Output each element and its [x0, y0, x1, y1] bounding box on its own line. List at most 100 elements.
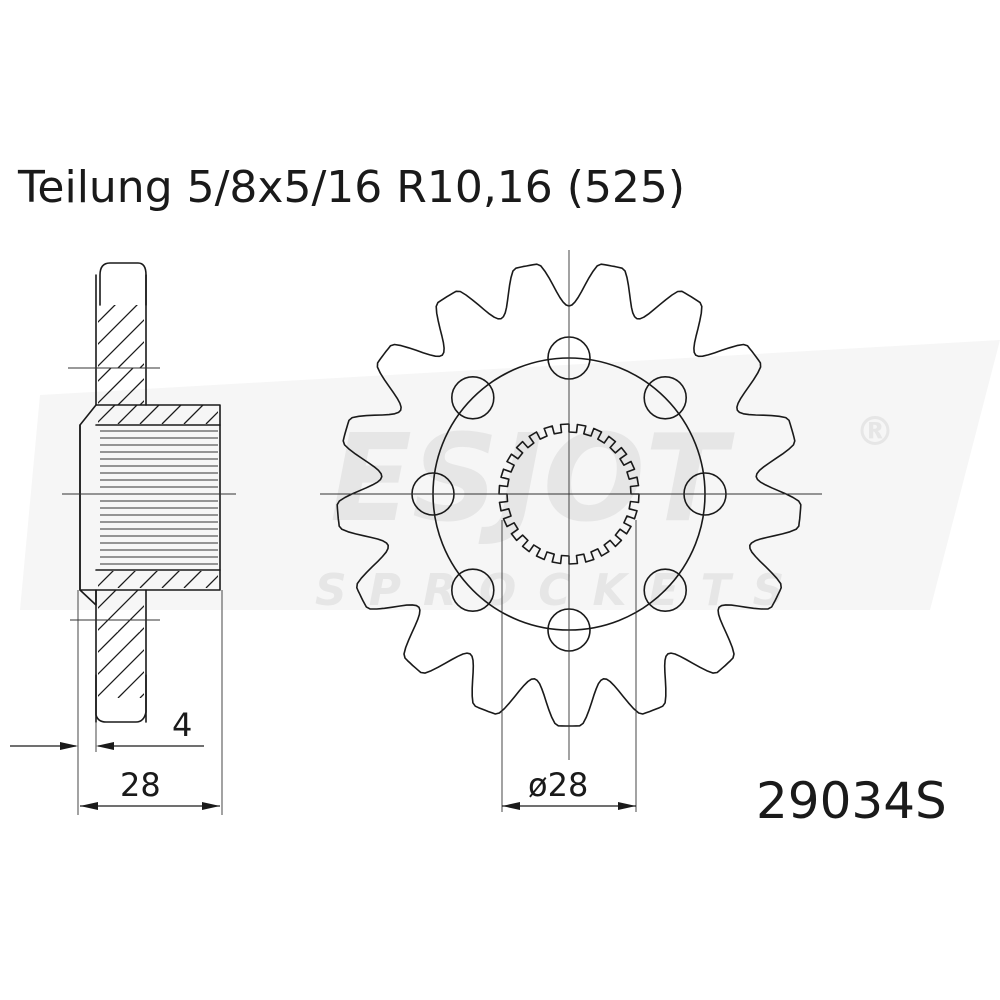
dimension-hub-width: 28: [80, 766, 220, 810]
hatch-line: [98, 590, 139, 631]
hatch-line: [250, 288, 330, 368]
bore-arrow-right: [618, 802, 636, 810]
side-view: [0, 262, 462, 815]
hatch-line: [0, 344, 44, 424]
side-bore-spline-lines: [100, 430, 218, 565]
hatch-line: [139, 405, 160, 424]
hatch-line: [161, 405, 182, 424]
hatch-line: [139, 363, 144, 368]
hatch-region: [0, 288, 462, 368]
hatch-line: [0, 618, 44, 698]
hatch-region: [0, 344, 218, 424]
hatch-line: [206, 288, 286, 368]
hatch-line: [0, 618, 66, 698]
hatch-line: [0, 618, 22, 698]
watermark-registered-mark: ®: [855, 409, 895, 455]
hatch-line: [184, 288, 264, 368]
side-tooth-lower: [95, 674, 147, 723]
hatch-line: [183, 405, 204, 424]
hatch-line: [117, 341, 144, 368]
hatch-line: [117, 405, 138, 424]
hatch-line: [294, 618, 374, 698]
hatch-line: [382, 618, 462, 698]
hatch-line: [316, 618, 396, 698]
bore-arrow-left: [502, 802, 520, 810]
hatch-line: [8, 618, 88, 698]
watermark: ESJOT ® SPROCKETS: [20, 340, 1000, 616]
hatch-line: [139, 693, 144, 698]
hatch-line: [0, 325, 22, 405]
hub-width-arrow-left: [80, 802, 98, 810]
dimension-bore: ø28: [502, 766, 636, 810]
hatch-line: [0, 288, 66, 368]
hub-width-arrow-right: [202, 802, 220, 810]
hatch-line: [0, 288, 44, 368]
bolt-hole: [643, 375, 688, 420]
hatch-line: [98, 649, 144, 697]
hatch-line: [338, 288, 418, 368]
side-tooth-upper: [99, 262, 147, 306]
watermark-band: [20, 340, 1000, 610]
side-hub-lip: [79, 424, 221, 591]
bolt-hole: [450, 375, 495, 420]
hatch-line: [98, 319, 144, 367]
hatch-line: [98, 305, 116, 323]
hatch-line: [117, 671, 144, 698]
hatch-line: [360, 618, 440, 698]
hatch-line: [0, 288, 22, 368]
hatch-line: [98, 632, 141, 675]
front-center-lines: [320, 250, 822, 760]
watermark-brand: ESJOT: [330, 410, 735, 549]
hatch-line: [161, 571, 180, 588]
pitch-label: Teilung 5/8x5/16 R10,16 (525): [17, 162, 685, 213]
hatch-line: [98, 305, 138, 345]
hatch-line: [162, 288, 242, 368]
part-number: 29034S: [756, 772, 947, 830]
hatch-line: [8, 288, 88, 368]
hatch-line: [98, 590, 117, 609]
hatch-line: [30, 288, 110, 368]
hatch-line: [0, 325, 44, 405]
side-section-hatching: [0, 288, 462, 698]
hatch-region: [0, 552, 144, 632]
bolt-hole: [450, 568, 495, 613]
hatch-region: [0, 508, 218, 588]
hatch-line: [162, 618, 242, 698]
side-plate-upper: [95, 274, 147, 406]
hatch-line: [250, 618, 330, 698]
hatch-line: [184, 618, 264, 698]
hatch-line: [272, 288, 352, 368]
offset-dimension-label: 4: [172, 706, 192, 744]
hatch-line: [0, 508, 22, 588]
hatch-line: [98, 571, 114, 587]
hatch-line: [98, 405, 116, 423]
hatch-line: [206, 618, 286, 698]
hatch-line: [183, 571, 202, 588]
hatch-line: [0, 552, 22, 632]
side-reference-lines: [62, 367, 236, 815]
side-plate-lower: [95, 589, 147, 723]
hatch-line: [98, 368, 134, 404]
hatch-line: [117, 605, 144, 632]
hatch-line: [117, 378, 144, 405]
hatch-line: [294, 288, 374, 368]
offset-arrow-left: [60, 742, 78, 750]
hatch-region: [0, 618, 462, 698]
hatch-line: [272, 618, 352, 698]
hatch-line: [139, 571, 158, 588]
bore-dimension-label: ø28: [528, 766, 588, 804]
hatch-region: [0, 325, 144, 405]
hub-width-dimension-label: 28: [120, 766, 161, 804]
dimension-offset: 4: [10, 706, 204, 750]
bore-extension-lines: [501, 520, 637, 812]
front-view: [320, 250, 822, 812]
bolt-hole: [643, 568, 688, 613]
hatch-line: [360, 288, 440, 368]
hatch-line: [382, 288, 462, 368]
hatch-line: [228, 618, 308, 698]
hatch-line: [0, 344, 22, 424]
hatch-line: [228, 288, 308, 368]
offset-arrow-right: [96, 742, 114, 750]
